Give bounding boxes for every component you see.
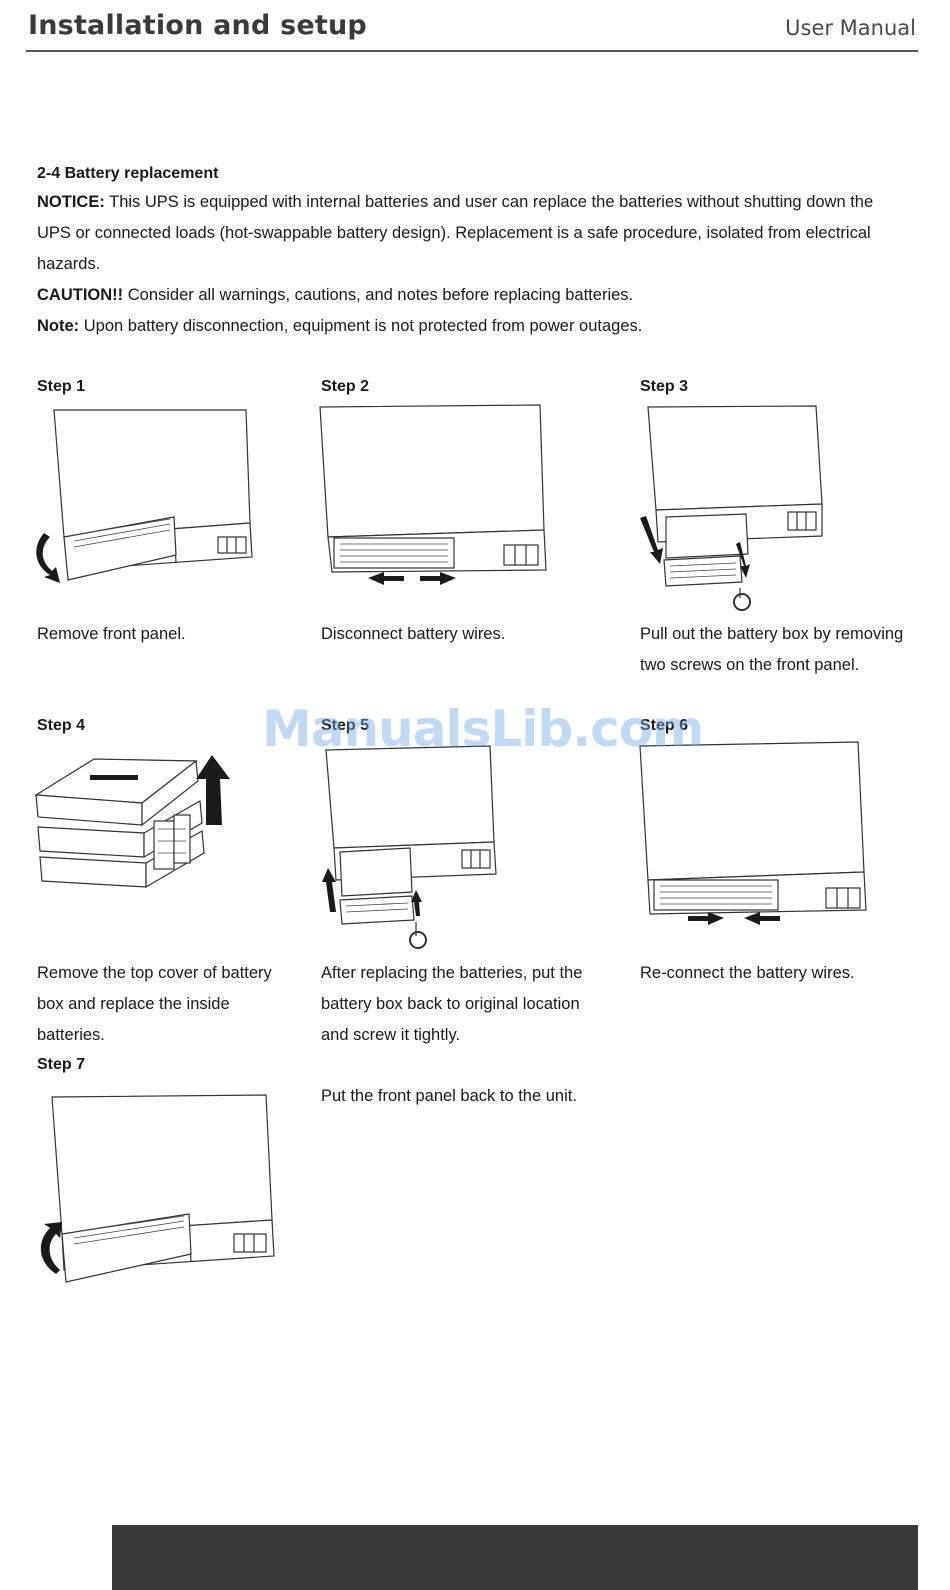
step-7-label: Step 7	[37, 1056, 86, 1073]
step-5-illustration	[318, 742, 503, 957]
step-7-caption: Put the front panel back to the unit.	[321, 1087, 577, 1105]
watermark: ManualsLib.com	[262, 700, 704, 758]
caution-paragraph: CAUTION!! Consider all warnings, caution…	[37, 280, 897, 311]
caution-label: CAUTION!!	[37, 286, 124, 304]
step-1-caption: Remove front panel.	[37, 625, 186, 643]
note-paragraph: Note: Upon battery disconnection, equipm…	[37, 311, 897, 342]
step-2-label: Step 2	[321, 378, 370, 395]
notice-text: This UPS is equipped with internal batte…	[37, 193, 874, 273]
step-3-illustration	[636, 402, 826, 617]
page-header-title: Installation and setup	[28, 10, 367, 41]
step-2-caption: Disconnect battery wires.	[321, 625, 506, 643]
step-4-caption: Remove the top cover of battery box and …	[37, 964, 272, 1044]
notice-paragraph: NOTICE: This UPS is equipped with intern…	[37, 187, 897, 280]
step-2-illustration	[318, 402, 550, 587]
step-3-caption: Pull out the battery box by removing two…	[640, 625, 904, 674]
step-3-label: Step 3	[640, 378, 689, 395]
step-4-label: Step 4	[37, 717, 86, 734]
section-title: 2-4 Battery replacement	[37, 165, 219, 182]
step-6-caption: Re-connect the battery wires.	[640, 964, 855, 982]
step-7-illustration	[34, 1092, 279, 1287]
caution-text: Consider all warnings, cautions, and not…	[123, 286, 634, 304]
step-5-label: Step 5	[321, 717, 370, 734]
manual-label: User Manual	[785, 16, 916, 40]
footer-bar	[112, 1525, 918, 1590]
step-4-illustration	[34, 745, 234, 895]
step-1-label: Step 1	[37, 378, 86, 395]
note-text: Upon battery disconnection, equipment is…	[79, 317, 643, 335]
header-divider	[26, 50, 918, 52]
note-label: Note:	[37, 317, 80, 335]
step-1-illustration	[34, 405, 259, 585]
step-5-caption: After replacing the batteries, put the b…	[321, 964, 583, 1044]
step-6-label: Step 6	[640, 717, 689, 734]
step-6-illustration	[636, 738, 874, 928]
notice-label: NOTICE:	[37, 193, 105, 211]
